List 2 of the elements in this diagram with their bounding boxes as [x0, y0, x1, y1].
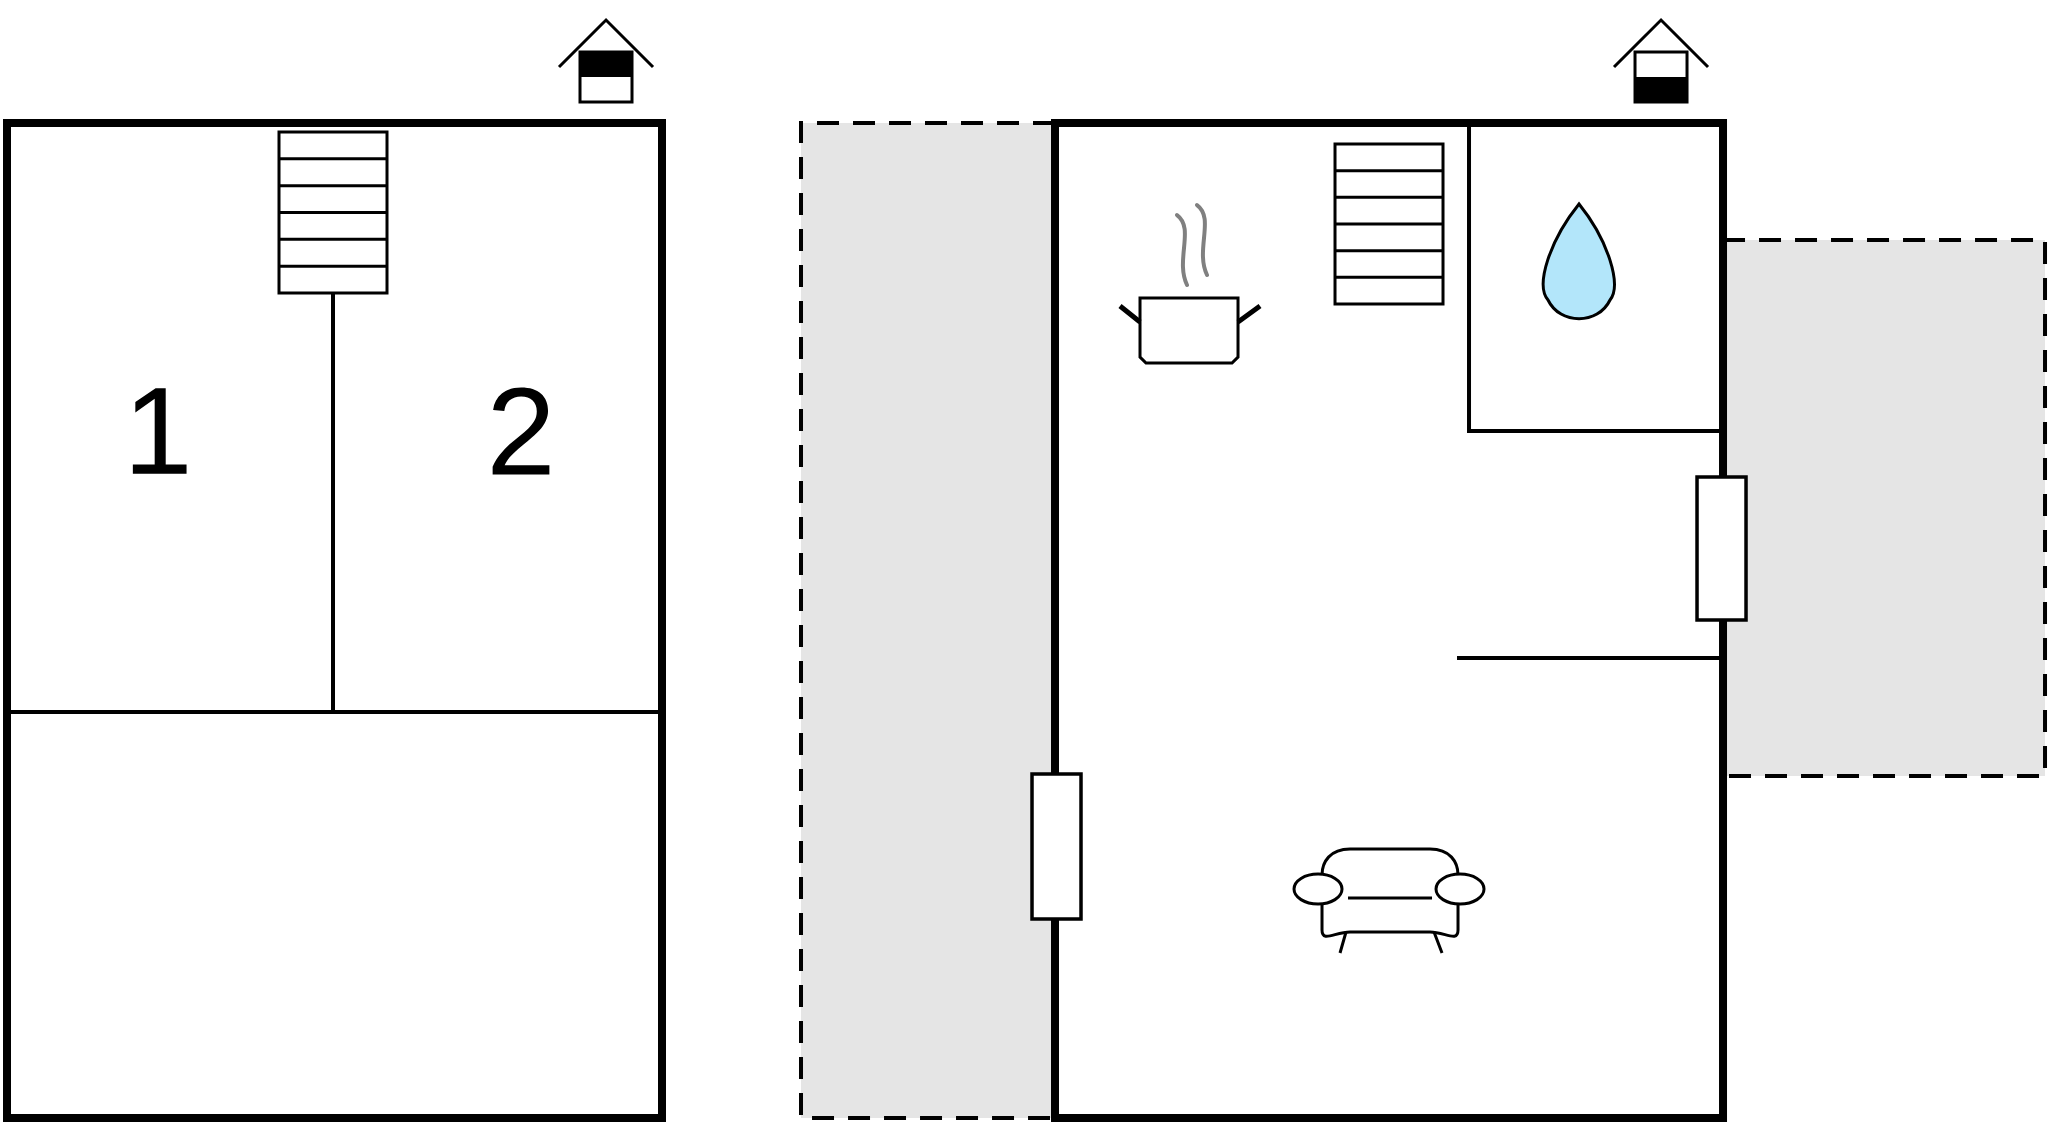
room-number: 2	[492, 387, 550, 475]
room-number: 1	[132, 388, 187, 474]
